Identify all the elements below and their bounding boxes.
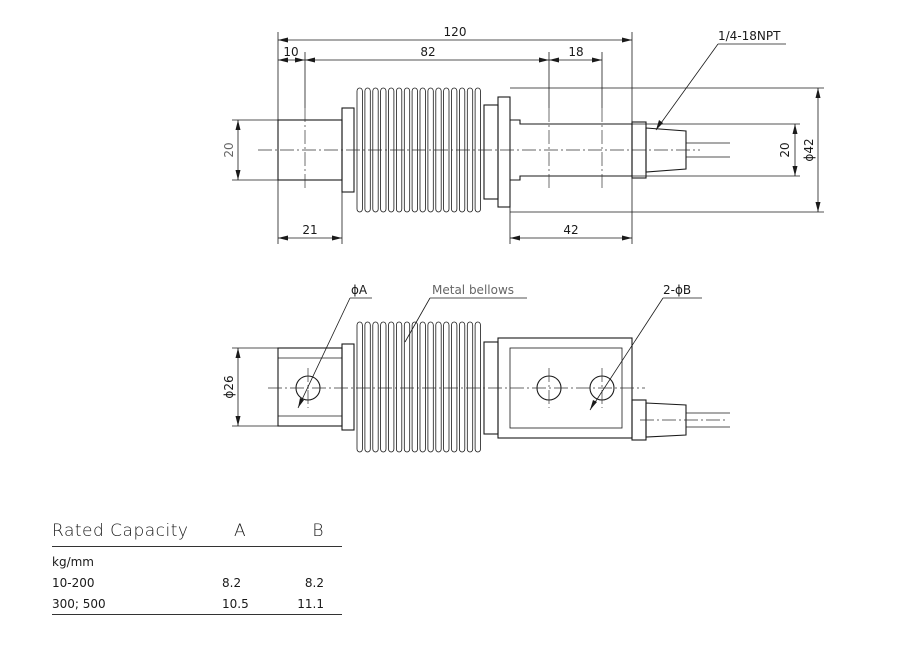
dim-right-length: 42: [563, 223, 578, 237]
spec-table-header: Rated Capacity A B: [52, 516, 342, 547]
bellows-fin: [466, 321, 474, 453]
thread-label: 1/4-18NPT: [718, 29, 781, 43]
bellows-fin: [395, 321, 403, 453]
capacity-cell: 300; 500: [52, 596, 106, 611]
bellows-fin: [419, 321, 426, 453]
bellows-fin: [411, 321, 418, 453]
hole-a-label: ϕA: [351, 283, 368, 297]
bellows-fin: [427, 87, 434, 213]
unit-label: kg/mm: [52, 554, 94, 569]
holes-b-label: 2-ϕB: [663, 283, 691, 297]
bellows-fin: [474, 321, 481, 453]
dim-right-height: 20: [778, 142, 792, 157]
header-a: A: [234, 521, 247, 541]
bottom-view: ϕ26 ϕA Metal bellows 2-ϕB: [222, 283, 730, 453]
left-flange-bottom: [341, 343, 355, 431]
bellows-fin: [443, 321, 450, 453]
bellows-fin: [403, 321, 411, 453]
b-cell: 11.1: [297, 596, 324, 611]
bellows-fin: [427, 321, 434, 453]
dim-right-end: 18: [568, 45, 583, 59]
bellows-fin: [435, 321, 442, 453]
b-cell: 8.2: [304, 575, 324, 590]
a-cell: 10.5: [222, 596, 249, 611]
left-end-block-bottom: [277, 347, 343, 427]
dim-left-height: 20: [222, 142, 236, 157]
right-flange: [483, 104, 499, 200]
dim-overall-length: 120: [444, 25, 467, 39]
bellows-fin: [356, 321, 363, 453]
bellows-label: Metal bellows: [432, 283, 514, 297]
top-view: 120 10 82 18 20 21 42: [222, 25, 824, 244]
table-row: 10-200 8.2 8.2: [52, 572, 342, 593]
bellows-fin: [364, 321, 371, 453]
spec-table: Rated Capacity A B kg/mm 10-200 8.2 8.2 …: [52, 516, 342, 615]
dim-body: 82: [420, 45, 435, 59]
dim-outer-diameter: ϕ42: [802, 138, 816, 161]
bellows-fin: [388, 321, 395, 453]
bellows-fin: [372, 321, 379, 453]
cable-gland-cone-bottom: [645, 402, 687, 438]
dim-bottom-diameter: ϕ26: [222, 375, 236, 398]
bottom-bellows: [356, 321, 481, 453]
bellows-fin: [403, 87, 411, 213]
right-flange-collar: [497, 96, 511, 208]
capacity-cell: 10-200: [52, 575, 95, 590]
a-cell: 8.2: [222, 575, 242, 590]
dim-left-end: 10: [283, 45, 298, 59]
bellows-fin: [380, 321, 387, 453]
table-row: 300; 500 10.5 11.1: [52, 593, 342, 615]
dim-neck: 21: [302, 223, 317, 237]
header-rated-capacity: Rated Capacity: [52, 521, 189, 541]
bellows-fin: [458, 321, 466, 453]
unit-row: kg/mm: [52, 551, 342, 572]
header-b: B: [312, 521, 324, 541]
cable-gland-cone: [645, 127, 687, 173]
bellows-fin: [451, 321, 458, 453]
